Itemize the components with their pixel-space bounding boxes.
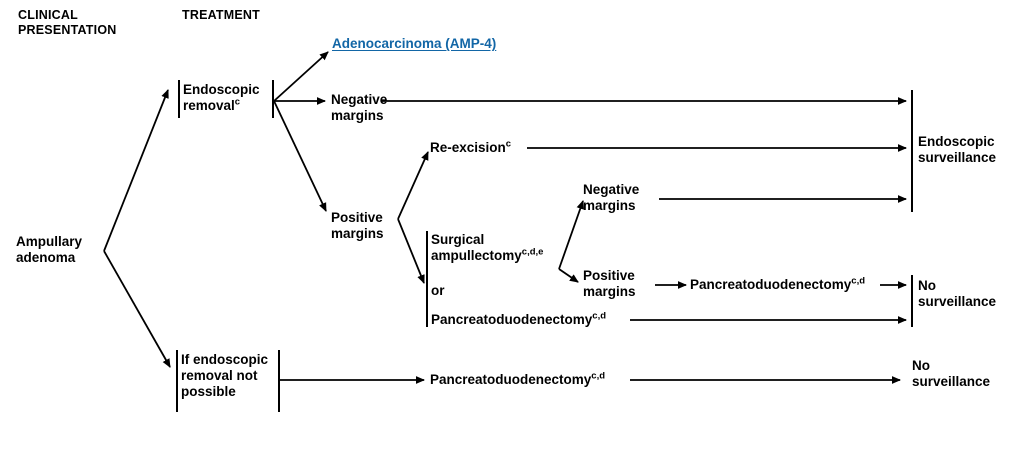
node-pancreatoduodenectomy-right: Pancreatoduodenectomyc,d	[690, 275, 866, 293]
link-adenocarcinoma-amp-4[interactable]: Adenocarcinoma (AMP-4)	[332, 36, 497, 51]
endoscopic-surveillance-bar	[911, 90, 913, 212]
node-pancreatoduodenectomy-option-footnote: c,d	[592, 310, 607, 322]
column-header-clinical-presentation: CLINICAL PRESENTATION	[18, 8, 117, 37]
node-negative-margins-top: Negative margins	[331, 92, 388, 123]
if-not-possible-left-bar	[176, 350, 178, 412]
node-re-excision: Re-excisionc	[430, 138, 512, 156]
column-header-treatment: TREATMENT	[182, 8, 260, 22]
node-no-surveillance-middle: No surveillance	[918, 278, 997, 309]
no-surveillance-bar	[911, 275, 913, 327]
node-endoscopic-removal-label: Endoscopic removal	[183, 82, 260, 113]
if-not-possible-right-bar	[278, 350, 280, 412]
node-surgical-ampullectomy: Surgical ampullectomyc,d,e	[431, 232, 543, 264]
node-pancreatoduodenectomy-bottom-footnote: c,d	[591, 370, 606, 382]
node-pancreatoduodenectomy-option: Pancreatoduodenectomyc,d	[431, 310, 607, 328]
node-if-endoscopic-removal-not-possible: If endoscopic removal not possible	[181, 352, 269, 399]
node-endoscopic-removal-footnote: c	[234, 96, 241, 108]
node-pancreatoduodenectomy-option-label: Pancreatoduodenectomy	[431, 312, 593, 327]
node-surgical-ampullectomy-footnote: c,d,e	[521, 246, 544, 258]
surgical-options-left-bar	[426, 231, 428, 327]
node-pancreatoduodenectomy-bottom: Pancreatoduodenectomyc,d	[430, 370, 606, 388]
node-endoscopic-removal: Endoscopic removalc	[183, 82, 260, 114]
node-no-surveillance-bottom: No surveillance	[912, 358, 991, 389]
node-re-excision-footnote: c	[505, 138, 512, 150]
node-pancreatoduodenectomy-right-footnote: c,d	[851, 275, 866, 287]
node-positive-margins-middle: Positive margins	[331, 210, 384, 241]
node-negative-margins-right: Negative margins	[583, 182, 640, 213]
endoscopic-removal-right-bar	[272, 80, 274, 118]
node-surgical-ampullectomy-label: Surgical ampullectomy	[431, 232, 522, 263]
node-pancreatoduodenectomy-bottom-label: Pancreatoduodenectomy	[430, 372, 592, 387]
node-ampullary-adenoma: Ampullary adenoma	[16, 234, 83, 265]
node-pancreatoduodenectomy-right-label: Pancreatoduodenectomy	[690, 277, 852, 292]
node-re-excision-label: Re-excision	[430, 140, 506, 155]
node-endoscopic-surveillance: Endoscopic surveillance	[918, 134, 997, 165]
endoscopic-removal-left-bar	[178, 80, 180, 118]
node-or-divider: or	[431, 283, 445, 298]
node-positive-margins-right: Positive margins	[583, 268, 636, 299]
